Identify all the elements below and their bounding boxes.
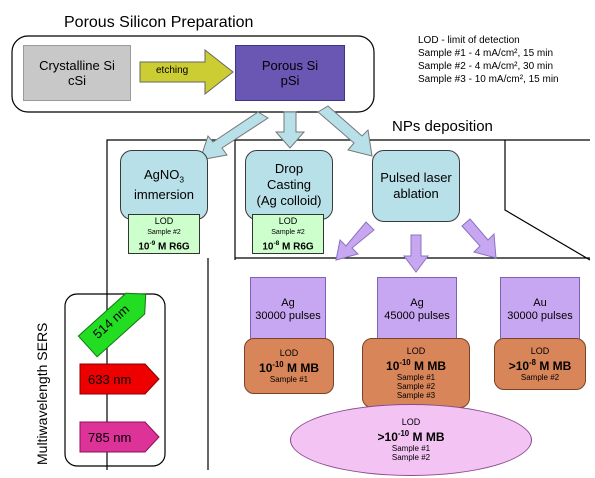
agno3-lod-box: LOD Sample #2 10-9 M R6G <box>128 214 200 254</box>
dropcast-lod-value: 10-8 M R6G <box>262 239 314 253</box>
sers-label: Multiwavelength SERS <box>34 322 50 465</box>
pla-line2: ablation <box>393 186 439 201</box>
combined-sample-2: Sample #2 <box>391 453 431 462</box>
csi-name: Crystalline Si <box>39 58 115 73</box>
dropcast-lod-label: LOD <box>278 215 298 226</box>
agno3-lod-value: 10-9 M R6G <box>138 239 190 253</box>
deposition-divider-2 <box>504 140 591 261</box>
prep-title: Porous Silicon Preparation <box>64 14 254 31</box>
ag-30k-lod: LOD 10-10 M MB Sample #1 <box>244 338 334 394</box>
tag-633-shape <box>79 363 160 395</box>
crystalline-si-box: Crystalline Si cSi <box>23 45 131 101</box>
agno3-lod-sample: Sample #2 <box>147 228 181 236</box>
wavelength-785: 785 nm <box>88 430 132 445</box>
ag-45k-lod-value: 10-10 M MB <box>386 357 446 373</box>
au-30k-lod-value: >10-8 M MB <box>508 357 572 373</box>
au-30k-lod-label: LOD <box>530 345 550 356</box>
arrow-to-pla <box>317 105 373 157</box>
arrow-to-agno3 <box>199 111 269 161</box>
ag-45k-pulses: 45000 pulses <box>384 310 450 322</box>
tag-785-shape <box>79 421 160 453</box>
ag-30k-lod-value: 10-10 M MB <box>259 359 319 375</box>
combined-lod-ellipse: LOD >10-10 M MB Sample #1 Sample #2 <box>290 404 532 476</box>
psi-name: Porous Si <box>261 58 319 73</box>
dropcast-line1: Drop <box>274 161 304 176</box>
combined-lod-value: >10-10 M MB <box>377 429 445 444</box>
au-30k-box: Au 30000 pulses <box>500 277 580 343</box>
ag-45k-sample-2: Sample #2 <box>396 381 436 391</box>
sample-1-desc: Sample #1 - 4 mA/cm², 15 min <box>418 48 554 59</box>
au-30k-sample-2: Sample #2 <box>520 372 560 382</box>
dropcast-box: Drop Casting (Ag colloid) <box>245 150 333 220</box>
dropcast-line3: (Ag colloid) <box>256 193 322 208</box>
deposition-title: NPs deposition <box>392 118 493 135</box>
dropcast-lod-box: LOD Sample #2 10-8 M R6G <box>252 214 324 254</box>
deposition-frame <box>106 139 590 470</box>
pla-box: Pulsed laser ablation <box>372 150 460 222</box>
agno3-title: AgNO3 <box>143 166 185 185</box>
lod-legend: LOD - limit of detection Sample #1 - 4 m… <box>418 34 593 86</box>
sample-3-desc: Sample #3 - 10 mA/cm², 15 min <box>418 74 559 85</box>
ag-45k-sample-3: Sample #3 <box>396 390 436 400</box>
ag-30k-metal: Ag <box>281 297 295 309</box>
agno3-lod-label: LOD <box>154 215 174 226</box>
ag-45k-sample-1: Sample #1 <box>396 372 436 382</box>
etching-label: etching <box>156 65 189 76</box>
agno3-line2: immersion <box>134 187 194 203</box>
etching-arrow <box>139 48 234 96</box>
dropcast-line2: Casting <box>266 177 312 192</box>
ag-45k-metal: Ag <box>410 297 424 309</box>
agno3-box: AgNO3 immersion <box>120 150 208 220</box>
ag-45k-box: Ag 45000 pulses <box>377 277 457 343</box>
ag-30k-pulses: 30000 pulses <box>255 310 321 322</box>
tag-514-shape <box>77 292 147 358</box>
sers-box <box>64 293 166 467</box>
combined-sample-1: Sample #1 <box>391 444 431 453</box>
lod-definition: LOD - limit of detection <box>418 35 520 46</box>
arrow-to-au30k <box>461 218 497 259</box>
dropcast-lod-sample: Sample #2 <box>271 228 305 236</box>
ag-30k-box: Ag 30000 pulses <box>250 277 326 343</box>
wavelength-633: 633 nm <box>88 372 132 387</box>
combined-lod-label: LOD <box>401 417 421 427</box>
prep-frame <box>11 35 375 113</box>
sample-2-desc: Sample #2 - 4 mA/cm², 30 min <box>418 61 554 72</box>
ag-45k-lod-label: LOD <box>406 345 426 356</box>
psi-abbr: pSi <box>280 73 300 88</box>
au-30k-metal: Au <box>533 297 547 309</box>
ag-30k-sample-1: Sample #1 <box>269 374 309 384</box>
csi-abbr: cSi <box>67 73 87 88</box>
arrow-to-dropcast <box>274 111 306 149</box>
pla-line1: Pulsed laser <box>380 170 452 185</box>
arrow-to-ag45k <box>403 234 429 273</box>
arrow-to-ag30k <box>335 221 375 261</box>
ag-45k-lod: LOD 10-10 M MB Sample #1 Sample #2 Sampl… <box>362 338 470 408</box>
au-30k-pulses: 30000 pulses <box>507 310 573 322</box>
porous-si-box: Porous Si pSi <box>235 45 345 101</box>
au-30k-lod: LOD >10-8 M MB Sample #2 <box>494 338 586 390</box>
ag-30k-lod-label: LOD <box>279 347 299 358</box>
